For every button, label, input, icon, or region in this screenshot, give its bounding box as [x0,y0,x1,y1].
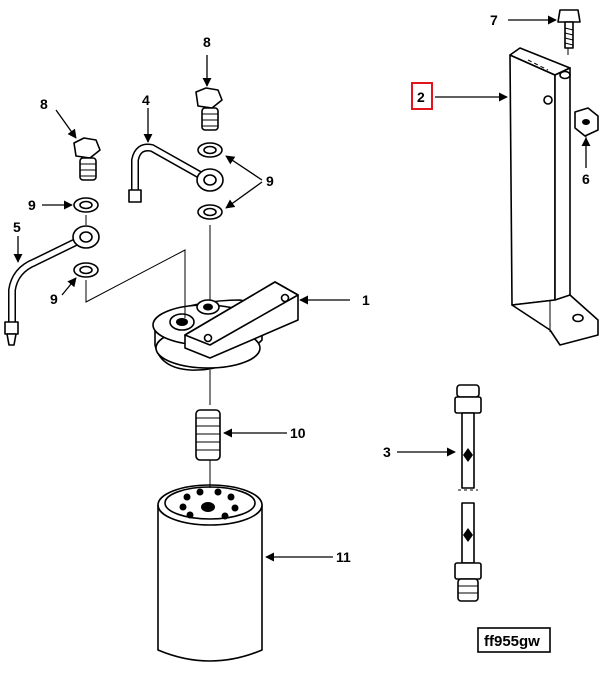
callout-1: 1 [362,292,370,308]
callout-11: 11 [336,549,351,565]
fuel-filter-canister [157,484,263,662]
callout-9-left-top: 9 [28,197,36,213]
drawing-code-label: ff955gw [477,627,551,653]
sealing-washers [73,142,223,278]
callout-3: 3 [383,444,391,460]
callout-2: 2 [417,89,425,105]
filter-head [152,281,299,371]
callout-7: 7 [490,12,498,28]
callout-labels: 1 2 3 4 5 6 7 8 8 9 9 9 10 11 [13,12,590,565]
callout-9-right: 9 [266,173,274,189]
fuel-fitting [454,384,482,602]
filter-adapter [195,409,221,461]
callout-6: 6 [582,171,590,187]
callout-8-right: 8 [203,34,211,50]
mounting-bracket [509,47,599,346]
fuel-line-4 [128,143,224,203]
bracket-nut [574,107,599,137]
callout-2-highlight-box [411,82,433,110]
banjo-bolt-left [73,137,101,181]
callout-8-left: 8 [40,96,48,112]
drawing-code-text: ff955gw [484,633,540,650]
bracket-bolt [557,9,581,49]
callout-10: 10 [290,425,306,441]
callout-9-left-bottom: 9 [50,291,58,307]
banjo-bolt-right [195,87,223,131]
callout-4: 4 [142,92,150,108]
callout-leaders [13,15,591,562]
callout-5: 5 [13,219,21,235]
fuel-line-5 [4,225,100,346]
